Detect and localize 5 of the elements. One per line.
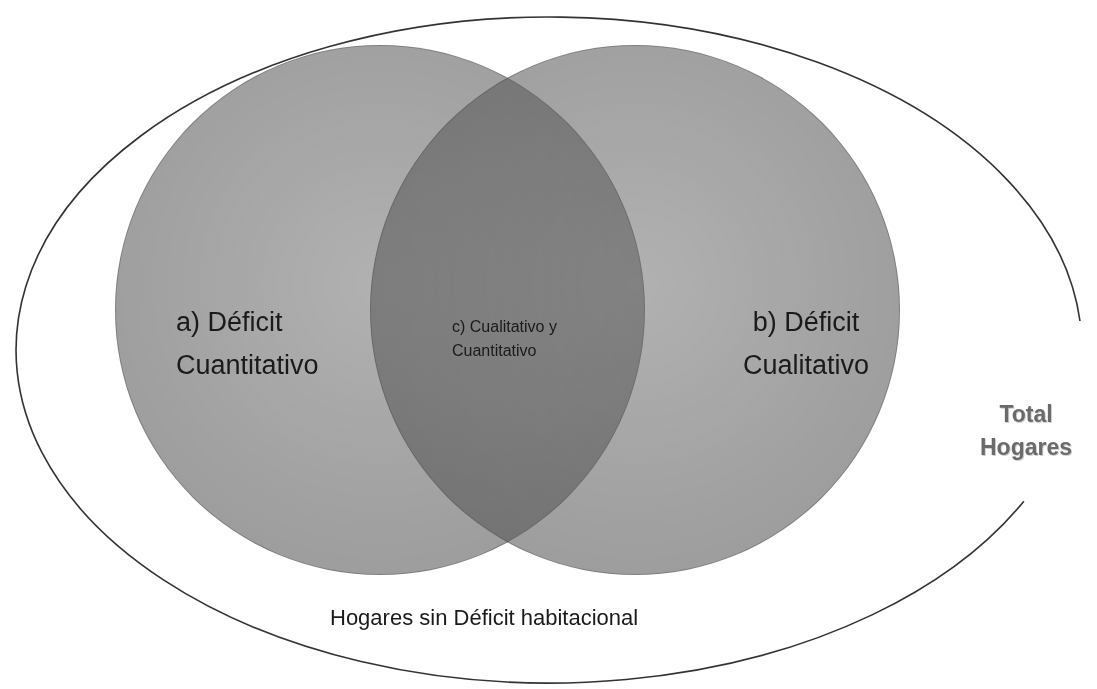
circle-label: b) Déficit Cualitativo [741,306,871,383]
circle-label: a) Déficit Cuantitativo [176,306,320,383]
set-label: Total Hogares [978,400,1073,463]
intersection-label: c) Cualitativo y Cuantitativo [452,315,592,375]
region-label: Hogares sin Déficit habitacional [330,605,639,631]
